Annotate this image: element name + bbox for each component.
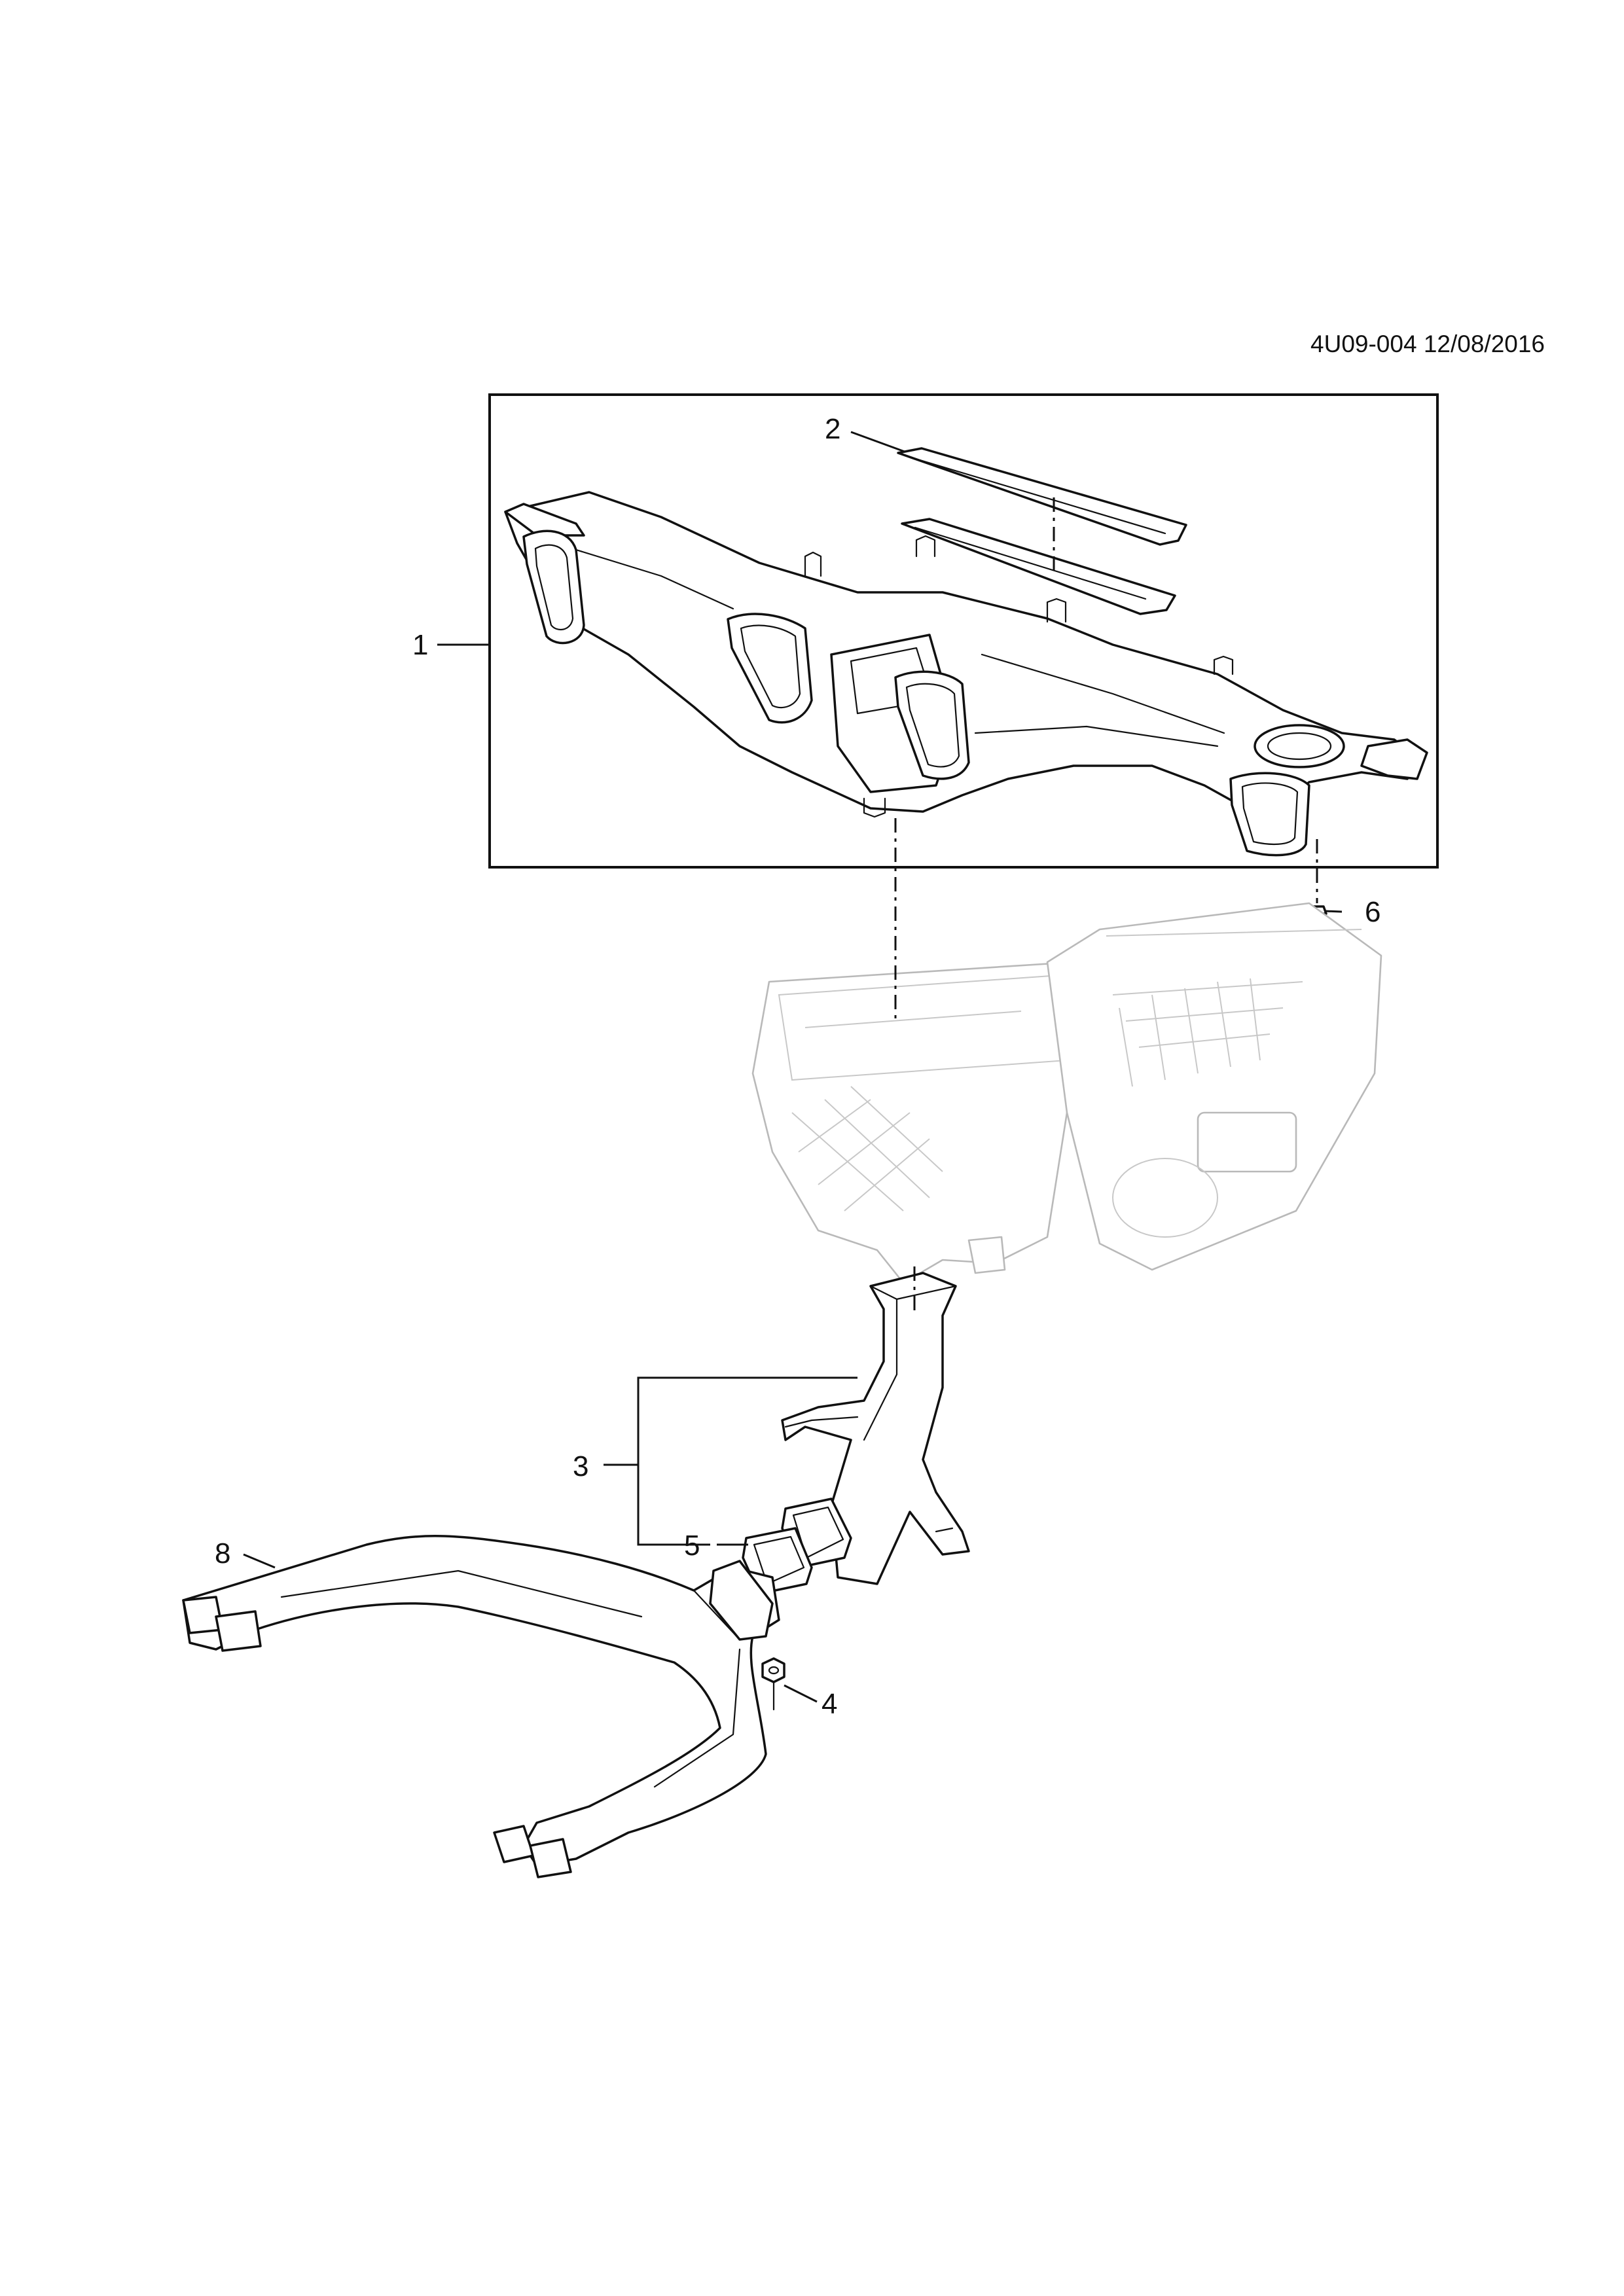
callout-4: 4 — [821, 1688, 837, 1720]
part-8-rear-floor-duct — [182, 1535, 780, 1878]
callout-2: 2 — [825, 413, 840, 445]
part-1-upper-air-duct — [504, 491, 1428, 857]
part-2-seal-strip — [897, 447, 1187, 546]
assembly-frame — [488, 393, 1439, 869]
callout-6: 6 — [1365, 896, 1380, 928]
hvac-module-phantom — [751, 902, 1382, 1284]
part-4-nut — [761, 1657, 785, 1711]
leader-8 — [243, 1553, 276, 1569]
leader-3 — [637, 1376, 857, 1546]
leader-2 — [850, 431, 905, 453]
leader-6 — [1324, 910, 1343, 913]
callout-8: 8 — [215, 1537, 230, 1570]
document-reference: 4U09-004 12/08/2016 — [1310, 331, 1545, 357]
callout-5: 5 — [684, 1530, 700, 1562]
callout-3: 3 — [573, 1450, 588, 1482]
callout-1: 1 — [412, 629, 428, 661]
leader-4 — [784, 1684, 818, 1703]
part-3-lower-duct — [781, 1272, 970, 1585]
